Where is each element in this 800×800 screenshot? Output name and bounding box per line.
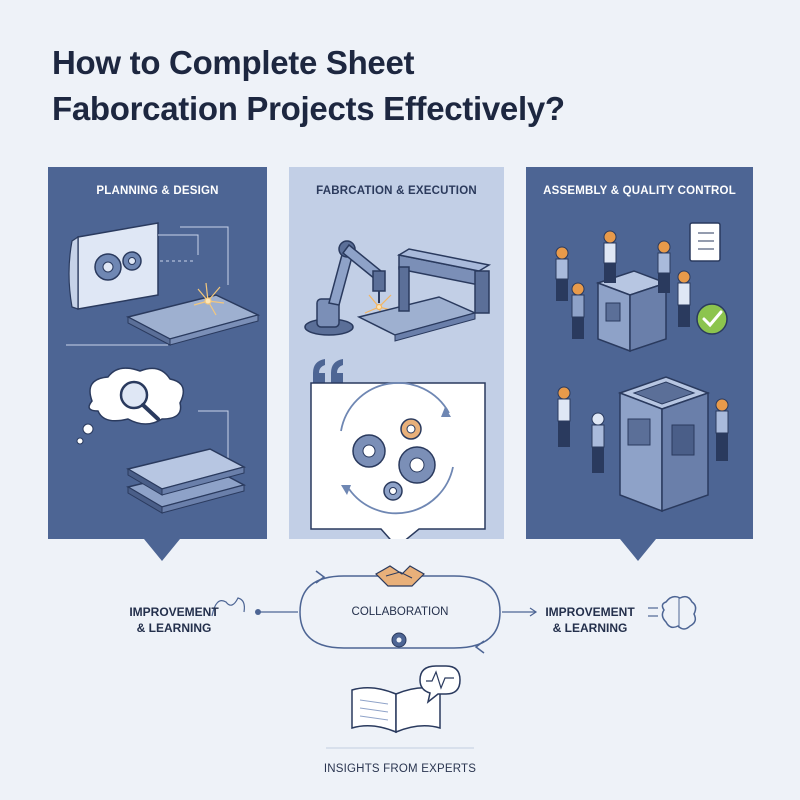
robot-arm-icon (304, 240, 386, 336)
enclosure-small (595, 270, 669, 353)
gear-icon (391, 632, 407, 648)
workers-group-lower (557, 386, 729, 473)
assembly-quality-panel: ASSEMBLY & QUALITY CONTROL (526, 167, 753, 539)
page-title-line-1: How to Complete Sheet (52, 44, 415, 81)
thought-bubble (76, 367, 185, 445)
collaboration-card (310, 381, 486, 539)
speech-bubble-icon (419, 665, 461, 704)
improvement-left-line-2: & LEARNING (136, 621, 212, 635)
checklist-icon (689, 222, 721, 262)
panel-label-assembly: ASSEMBLY & QUALITY CONTROL (543, 185, 736, 197)
insights-from-experts-label: INSIGHTS FROM EXPERTS (323, 763, 477, 775)
fabrication-illustration (304, 240, 492, 539)
magnifier-icon (119, 380, 160, 421)
book-icon (351, 687, 441, 734)
fabrication-execution-panel: FABRCATION & EXECUTION (289, 167, 504, 539)
improvement-right-line-1: IMPROVEMENT (545, 605, 635, 619)
spark-burst (193, 282, 225, 316)
assembly-pointer (620, 539, 656, 561)
stacked-sheets (126, 448, 247, 514)
assembly-illustration (555, 222, 729, 513)
brain-icon (661, 595, 697, 630)
enclosure-large (617, 376, 711, 513)
improvement-right-line-2: & LEARNING (552, 621, 628, 635)
panel-label-fabrication: FABRCATION & EXECUTION (316, 185, 477, 197)
quote-icon (313, 359, 343, 385)
planning-illustration (66, 222, 261, 514)
fabrication-machine (356, 248, 492, 342)
page-title: How to Complete Sheet Faborcation Projec… (52, 40, 752, 132)
improvement-left-line-1: IMPROVEMENT (129, 605, 219, 619)
handshake-icon (375, 565, 425, 587)
planning-pointer (144, 539, 180, 561)
planning-design-panel: PLANNING & DESIGN (48, 167, 267, 539)
blueprint-sheet (68, 222, 199, 310)
panel-label-planning: PLANNING & DESIGN (96, 185, 219, 197)
page-title-line-2: Faborcation Projects Effectively? (52, 90, 565, 127)
checkmark-icon (696, 303, 728, 335)
gear-icon (352, 418, 436, 501)
gear-icon (94, 251, 142, 281)
improvement-learning-right: IMPROVEMENT & LEARNING (534, 604, 646, 636)
collaboration-label: COLLABORATION (351, 606, 449, 618)
improvement-learning-left: IMPROVEMENT & LEARNING (104, 604, 244, 636)
metal-plate (125, 282, 261, 346)
workers-group-upper (555, 230, 691, 339)
